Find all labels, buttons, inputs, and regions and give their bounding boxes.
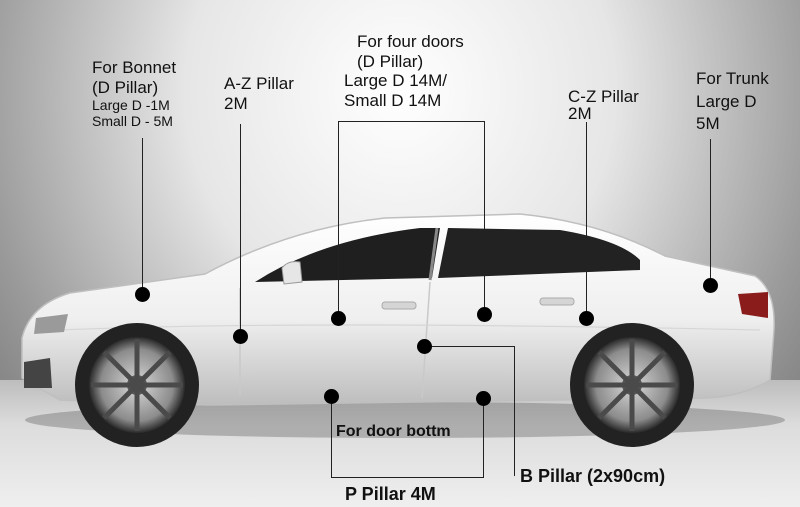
leader-line-az [240, 124, 242, 336]
label-cz-title: C-Z Pillar [568, 87, 639, 106]
leader-line-four-doors-right [484, 121, 486, 314]
marker-cz [578, 310, 594, 326]
label-four-doors-line1: Large D 14M/ [344, 71, 447, 91]
marker-trunk [702, 277, 718, 293]
marker-bonnet [134, 286, 150, 302]
label-bonnet-line1: Large D -1M [92, 97, 170, 114]
label-bonnet: For Bonnet (D Pillar) Large D -1M Small … [92, 58, 176, 129]
label-trunk-line1: Large D [696, 91, 757, 111]
leader-line-b-pillar-right [514, 346, 516, 476]
label-four-doors-title: For four doors [357, 32, 464, 51]
label-four-doors: For four doors (D Pillar) Large D 14M/ S… [344, 32, 464, 110]
marker-four-doors-right [476, 306, 492, 322]
leader-line-b-pillar-top [424, 346, 515, 348]
label-az-sub: 2M [224, 93, 248, 113]
leader-line-bonnet [142, 138, 144, 294]
label-bonnet-line2: Small D - 5M [92, 113, 173, 130]
label-four-doors-sub: (D Pillar) [357, 51, 424, 71]
leader-line-p-pillar-left [331, 396, 333, 478]
leader-line-p-pillar-right [483, 398, 485, 478]
leader-line-trunk [710, 139, 712, 285]
leader-line-p-pillar-bottom [331, 477, 484, 479]
label-four-doors-line2: Small D 14M [344, 90, 442, 110]
marker-p-pillar-right [475, 390, 491, 406]
label-trunk: For Trunk Large D 5M [696, 69, 769, 134]
label-az-title: A-Z Pillar [224, 74, 294, 93]
label-trunk-line2: 5M [696, 114, 720, 134]
label-bonnet-title: For Bonnet [92, 58, 177, 77]
label-cz: C-Z Pillar 2M [568, 87, 639, 123]
leader-line-cz [586, 122, 588, 318]
leader-line-four-doors-left [338, 121, 340, 318]
label-cz-sub: 2M [568, 103, 592, 123]
marker-az [232, 328, 248, 344]
label-p-pillar: P Pillar 4M [345, 484, 436, 504]
leader-line-four-doors-top [338, 121, 485, 123]
label-door-bottom: For door bottm [336, 423, 451, 440]
marker-four-doors-left [330, 310, 346, 326]
marker-p-pillar-left [323, 388, 339, 404]
label-az: A-Z Pillar 2M [224, 74, 294, 113]
label-bonnet-sub: (D Pillar) [92, 77, 159, 97]
label-trunk-title: For Trunk [696, 69, 769, 88]
label-b-pillar: B Pillar (2x90cm) [520, 466, 666, 486]
marker-b-pillar [416, 338, 432, 354]
